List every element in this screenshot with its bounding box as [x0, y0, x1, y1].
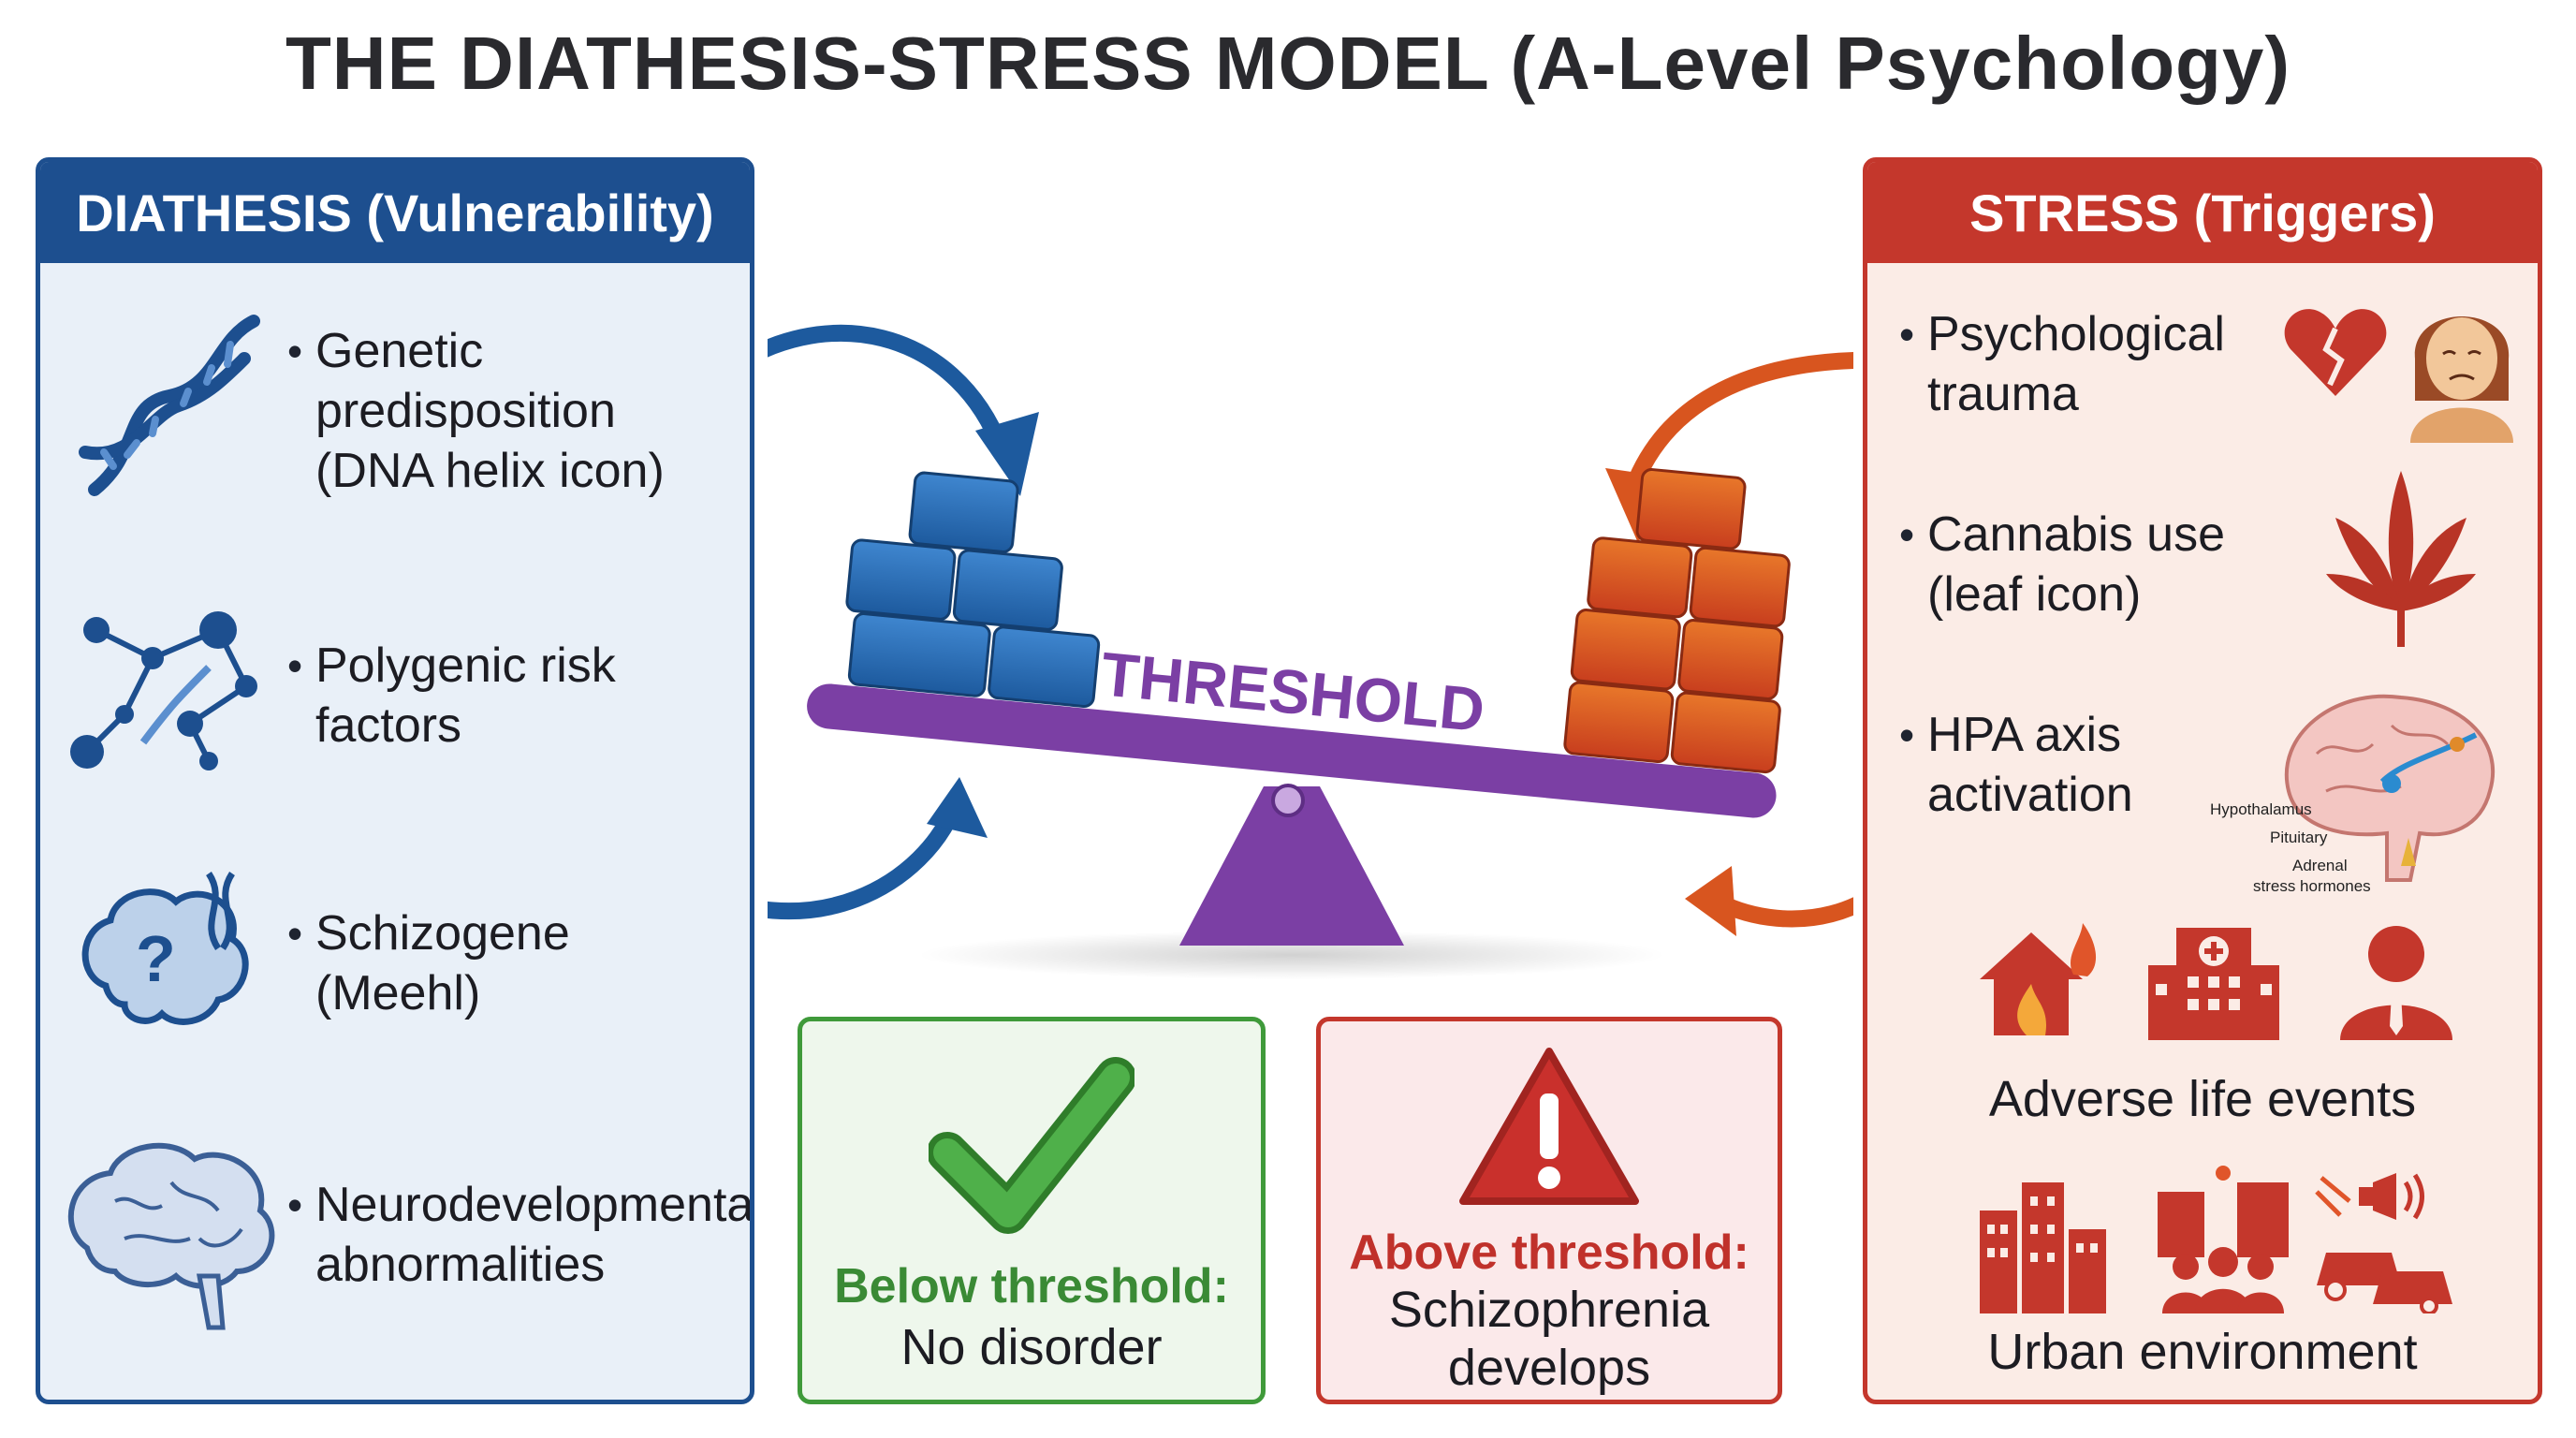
hospital-icon [2148, 928, 2279, 1040]
brain-icon [67, 1142, 275, 1330]
item-line: trauma [1927, 367, 2079, 421]
threshold-balance: THRESHOLD [768, 324, 1853, 979]
item-line: (leaf icon) [1927, 567, 2142, 622]
pituitary-label: Pituitary [2270, 829, 2328, 846]
stress-item-hpa: • HPA axis activation [1886, 705, 2133, 825]
below-threshold-result: No disorder [900, 1319, 1163, 1375]
diathesis-item-polygenic: • Polygenic risk factors [274, 636, 616, 756]
above-threshold-result-line1: Schizophrenia [1388, 1282, 1710, 1338]
diathesis-item-genetic: • Genetic predisposition (DNA helix icon… [274, 321, 665, 501]
item-line: Psychological [1927, 307, 2225, 361]
crowd-icon [2158, 1166, 2289, 1313]
house-fire-icon [1980, 923, 2097, 1035]
item-line: factors [315, 698, 462, 753]
stress-arrow-bottom [1708, 891, 1853, 928]
sad-person-icon [2410, 316, 2513, 443]
brain-question-icon: ? [81, 872, 249, 1025]
diathesis-item-schizogene: • Schizogene (Meehl) [274, 903, 570, 1023]
stress-heading: STRESS (Triggers) [1867, 162, 2538, 263]
item-line: (Meehl) [315, 966, 481, 1020]
item-line: Neurodevelopmental [315, 1178, 754, 1232]
diathesis-arrow-bottom-head [927, 777, 988, 838]
checkmark-icon [927, 1057, 1136, 1234]
person-icon [2340, 926, 2452, 1040]
traffic-noise-icon [2315, 1173, 2452, 1313]
adverse-life-events-caption: Adverse life events [1988, 1071, 2417, 1127]
dna-helix-icon [79, 315, 260, 496]
above-threshold-title: Above threshold: [1349, 1225, 1749, 1280]
item-line: Schizogene [315, 906, 570, 961]
stress-blocks [1563, 468, 1791, 774]
page-title: THE DIATHESIS-STRESS MODEL (A-Level Psyc… [285, 22, 2291, 105]
balance-beam: THRESHOLD [807, 468, 1791, 818]
diathesis-panel: DIATHESIS (Vulnerability) • Genetic pred… [36, 157, 754, 1404]
below-threshold-title: Below threshold: [834, 1259, 1229, 1313]
adrenal-label: Adrenal [2292, 857, 2348, 874]
diathesis-arrow-bottom [768, 801, 963, 920]
urban-environment-caption: Urban environment [1987, 1324, 2418, 1380]
diathesis-heading: DIATHESIS (Vulnerability) [40, 162, 750, 263]
broken-heart-icon [2284, 309, 2387, 396]
diathesis-arrow-top-head [975, 412, 1039, 496]
item-line: predisposition [315, 384, 616, 438]
stress-hormones-label: stress hormones [2253, 877, 2371, 895]
stress-item-cannabis: • Cannabis use (leaf icon) [1886, 505, 2225, 624]
above-threshold-result-line2: develops [1447, 1340, 1651, 1396]
city-buildings-icon [1980, 1182, 2106, 1313]
item-line: Genetic [315, 324, 484, 378]
hpa-brain-icon [2285, 694, 2496, 882]
item-line: Cannabis use [1927, 507, 2225, 562]
stress-arrow-bottom-head [1685, 866, 1736, 936]
stress-panel: STRESS (Triggers) • Psychological trauma… [1863, 157, 2542, 1404]
stress-arrow-top [1625, 352, 1853, 491]
svg-text:?: ? [136, 922, 176, 995]
diathesis-blocks [845, 471, 1101, 708]
item-line: Polygenic risk [315, 638, 616, 693]
below-threshold-box: Below threshold: No disorder [798, 1017, 1266, 1404]
cannabis-leaf-icon [2326, 471, 2476, 647]
item-line: abnormalities [315, 1238, 606, 1292]
fulcrum [1179, 786, 1404, 946]
diathesis-arrow-top [768, 324, 1010, 453]
above-threshold-box: Above threshold: Schizophrenia develops [1316, 1017, 1782, 1404]
hypothalamus-label: Hypothalamus [2210, 800, 2312, 818]
item-line: activation [1927, 768, 2133, 822]
item-line: HPA axis [1927, 708, 2122, 762]
diathesis-item-neurodevelopmental: • Neurodevelopmental abnormalities [274, 1175, 754, 1295]
polygenic-network-icon [70, 611, 257, 770]
warning-icon [1459, 1048, 1639, 1205]
stress-item-trauma: • Psychological trauma [1886, 304, 2225, 424]
item-line: (DNA helix icon) [315, 444, 665, 498]
